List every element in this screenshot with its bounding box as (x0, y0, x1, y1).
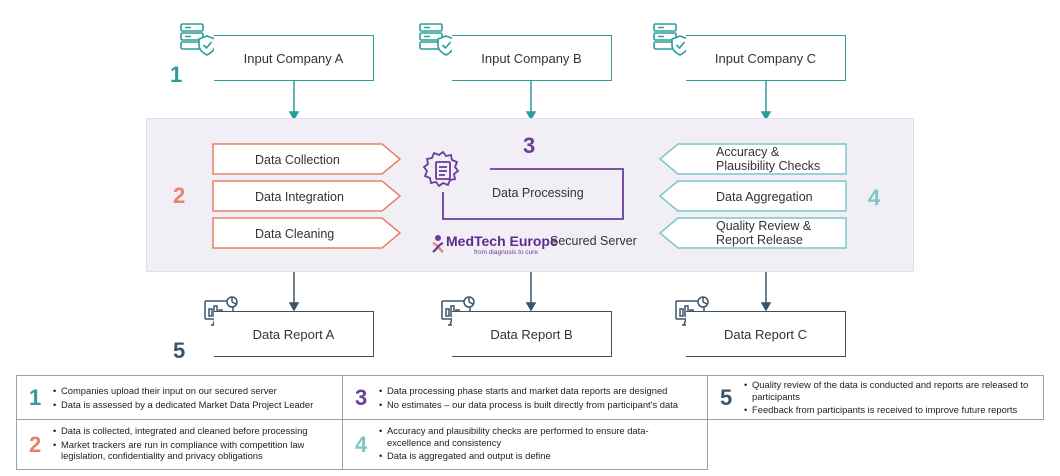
legend-1-number: 1 (29, 385, 42, 410)
step-4-number: 4 (868, 185, 881, 210)
left-chevrons (212, 143, 402, 249)
input-company-a-label: Input Company A (243, 50, 344, 66)
list-item: Accuracy and plausibility checks are per… (379, 425, 669, 448)
legend-3-list: Data processing phase starts and market … (379, 385, 704, 412)
input-company-c-label: Input Company C (714, 50, 817, 66)
step-5-number: 5 (173, 338, 186, 363)
legend-3-number: 3 (355, 385, 368, 410)
accuracy-checks-label: Accuracy & Plausibility Checks (716, 145, 820, 173)
data-cleaning-label: Data Cleaning (255, 227, 335, 241)
quality-review-line2: Report Release (716, 233, 803, 247)
data-processing-box (442, 168, 624, 220)
gear-document-icon (421, 148, 465, 197)
data-collection-label: Data Collection (255, 153, 340, 167)
quality-review-label: Quality Review & Report Release (716, 219, 811, 247)
quality-review-line1: Quality Review & (716, 219, 812, 233)
legend-cell-5: 5 Quality review of the data is conducte… (707, 375, 1044, 420)
secured-server-label: Secured Server (550, 234, 637, 248)
input-company-c-box: Input Company C (686, 35, 846, 81)
data-report-b-box: Data Report B (452, 311, 612, 357)
legend-cell-3: 3 Data processing phase starts and marke… (342, 375, 708, 420)
data-aggregation-label: Data Aggregation (716, 190, 813, 204)
legend-cell-1: 1 Companies upload their input on our se… (16, 375, 343, 420)
list-item: Quality review of the data is conducted … (744, 379, 1039, 402)
accuracy-checks-line1: Accuracy & (716, 145, 780, 159)
input-company-b-label: Input Company B (481, 50, 582, 66)
legend-cell-4: 4 Accuracy and plausibility checks are p… (342, 419, 708, 470)
right-chevrons (658, 143, 847, 249)
list-item: Data processing phase starts and market … (379, 385, 704, 397)
data-report-a-box: Data Report A (214, 311, 374, 357)
legend-table: 1 Companies upload their input on our se… (16, 375, 1044, 470)
step-2-number: 2 (173, 183, 186, 208)
legend-2-number: 2 (29, 432, 42, 457)
data-report-c-box: Data Report C (686, 311, 846, 357)
list-item: Feedback from participants is received t… (744, 404, 1039, 416)
list-item: Market trackers are run in compliance wi… (53, 439, 338, 462)
legend-5-number: 5 (720, 385, 733, 410)
brand-tagline: from diagnosis to cure (474, 249, 538, 256)
input-company-a-box: Input Company A (214, 35, 374, 81)
list-item: Companies upload their input on our secu… (53, 385, 338, 397)
list-item: No estimates – our data process is built… (379, 399, 704, 411)
legend-2-list: Data is collected, integrated and cleane… (53, 425, 338, 464)
legend-4-number: 4 (355, 432, 368, 457)
secure-server-icon (652, 22, 692, 63)
legend-1-list: Companies upload their input on our secu… (53, 385, 338, 412)
legend-4-list: Accuracy and plausibility checks are per… (379, 425, 669, 464)
data-report-c-label: Data Report C (723, 326, 808, 342)
accuracy-checks-line2: Plausibility Checks (716, 159, 821, 173)
data-processing-label: Data Processing (492, 186, 584, 200)
data-integration-label: Data Integration (255, 190, 344, 204)
input-company-b-box: Input Company B (452, 35, 612, 81)
secure-server-icon (179, 22, 219, 63)
list-item: Data is aggregated and output is define (379, 450, 669, 462)
step-1-number: 1 (170, 62, 183, 87)
brand-name: MedTech Europe (446, 233, 558, 249)
legend-5-list: Quality review of the data is conducted … (744, 379, 1039, 418)
list-item: Data is assessed by a dedicated Market D… (53, 399, 338, 411)
medtech-europe-logo-icon (430, 234, 446, 259)
legend-cell-2: 2 Data is collected, integrated and clea… (16, 419, 343, 470)
list-item: Data is collected, integrated and cleane… (53, 425, 338, 437)
flow-arrows (288, 80, 772, 312)
data-report-a-label: Data Report A (252, 326, 335, 342)
data-report-b-label: Data Report B (490, 326, 573, 342)
step-3-number: 3 (523, 133, 536, 158)
